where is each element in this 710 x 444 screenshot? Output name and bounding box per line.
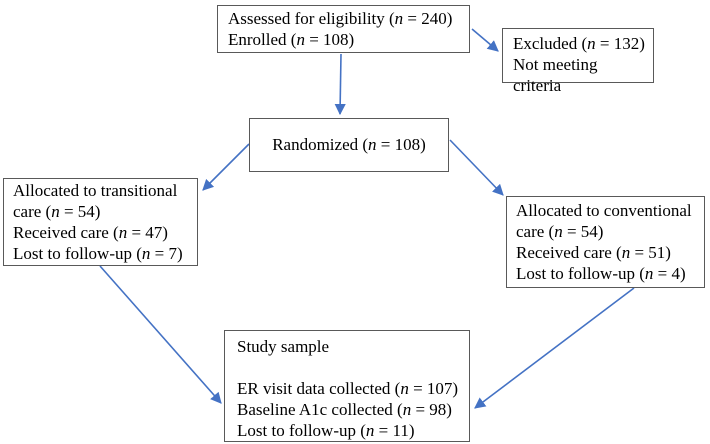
box-allocated-transitional: Allocated to transitional care (n = 54) …	[3, 178, 198, 266]
text-line: Study sample	[237, 337, 330, 356]
box-study-sample: Study sample ER visit data collected (n …	[224, 330, 470, 442]
arrow-assessed-to-randomized	[334, 53, 346, 116]
text-line: Received care (n = 47)	[13, 223, 168, 242]
blank-line	[237, 357, 465, 378]
arrow-randomized-to-conventional	[449, 139, 504, 196]
text-line: Randomized (n = 108)	[272, 135, 426, 154]
text-line: Baseline A1c collected (n = 98)	[237, 400, 452, 419]
arrow-assessed-to-excluded	[471, 28, 499, 52]
text-line: Received care (n = 51)	[516, 243, 671, 262]
box-excluded: Excluded (n = 132) Not meeting criteria	[502, 28, 654, 95]
box-allocated-conventional: Allocated to conventional care (n = 54) …	[506, 196, 705, 288]
box-randomized: Randomized (n = 108)	[249, 118, 449, 172]
text-line: Lost to follow-up (n = 4)	[516, 264, 686, 283]
text-line: ER visit data collected (n = 107)	[237, 379, 459, 398]
arrow-transitional-to-study-sample	[99, 265, 222, 404]
text-line: Assessed for eligibility (n = 240)	[228, 9, 453, 28]
text-line: Enrolled (n = 108)	[228, 30, 355, 49]
box-assessed-eligibility: Assessed for eligibility (n = 240) Enrol…	[217, 5, 470, 53]
arrow-conventional-to-study-sample	[474, 287, 635, 409]
arrow-randomized-to-transitional	[202, 143, 250, 191]
text-line: Allocated to conventional care (n = 54)	[516, 201, 692, 241]
text-line: Lost to follow-up (n = 11)	[237, 421, 415, 440]
text-line: Not meeting criteria	[513, 55, 598, 95]
text-line: Excluded (n = 132)	[513, 34, 645, 53]
text-line: Allocated to transitional care (n = 54)	[13, 181, 178, 221]
text-line: Lost to follow-up (n = 7)	[13, 244, 183, 263]
